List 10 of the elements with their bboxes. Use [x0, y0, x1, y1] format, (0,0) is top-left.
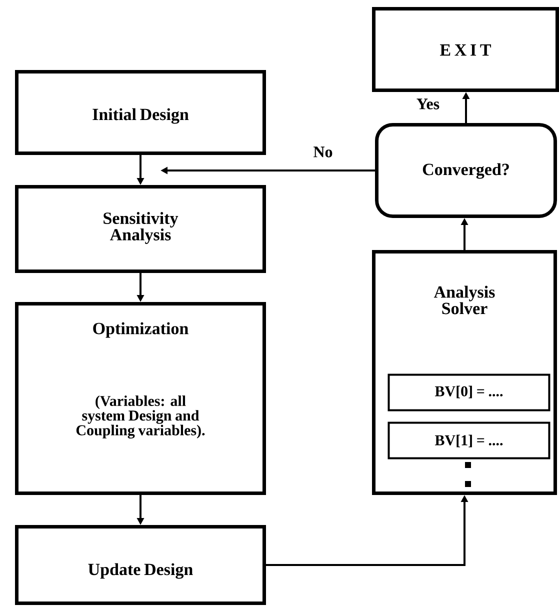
variable-box: BV[1] = .... — [388, 422, 550, 460]
process-box: Update Design — [15, 525, 266, 605]
process-box: Initial Design — [15, 70, 266, 155]
edge-label: Yes — [415, 98, 441, 110]
exit-box: E X I T — [372, 7, 559, 92]
process-box: Optimization (Variables: all system Design and Coupling variables). — [15, 302, 266, 495]
process-box: Sensitivity Analysis — [15, 185, 266, 273]
variable-box: BV[0] = .... — [388, 374, 550, 412]
edge-label: No — [312, 146, 334, 158]
decision-box: Converged? — [375, 123, 557, 218]
